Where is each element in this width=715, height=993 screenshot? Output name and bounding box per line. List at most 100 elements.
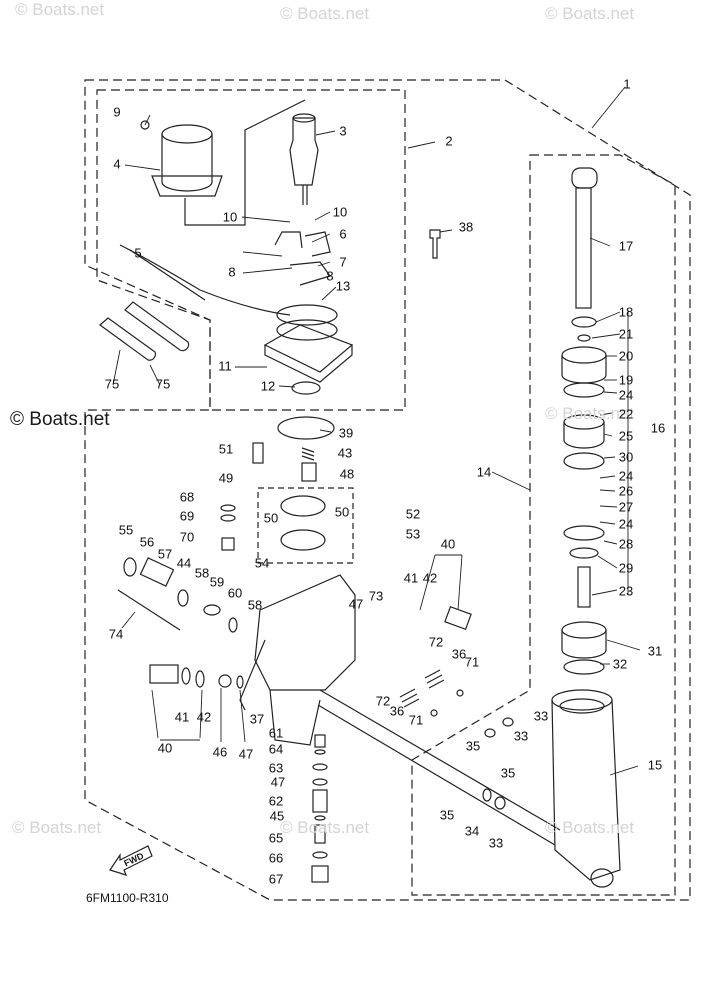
callout-70-85: 70 <box>179 529 195 545</box>
callout-1-0: 1 <box>623 76 631 92</box>
callout-62-77: 62 <box>268 793 284 809</box>
callout-39-47: 39 <box>338 425 354 441</box>
callout-40-48: 40 <box>440 536 456 552</box>
callout-32-35: 32 <box>612 656 628 672</box>
callout-67-82: 67 <box>268 871 284 887</box>
callout-60-75: 60 <box>227 585 243 601</box>
callout-73-90: 73 <box>368 588 384 604</box>
callout-47-59: 47 <box>238 746 254 762</box>
o-ring-33-a <box>502 717 514 727</box>
spring-72-a <box>424 669 445 689</box>
spring-43 <box>301 447 315 461</box>
fwd-arrow <box>109 845 153 876</box>
callout-36-44: 36 <box>389 703 405 719</box>
valve-49 <box>280 495 326 517</box>
spool-valve-left <box>149 664 179 684</box>
callout-34-39: 34 <box>464 823 480 839</box>
watermark-bottom-mid: © Boats.net <box>280 818 370 837</box>
o-ring-60 <box>228 617 238 633</box>
callout-30-33: 30 <box>618 449 634 465</box>
callout-2-1: 2 <box>445 133 453 149</box>
callout-25-28: 25 <box>618 428 634 444</box>
callout-68-83: 68 <box>179 489 195 505</box>
callout-37-45: 37 <box>249 711 265 727</box>
callout-20-21: 20 <box>618 348 634 364</box>
callout-42-53: 42 <box>196 709 212 725</box>
callout-26-29: 26 <box>618 483 634 499</box>
callout-3-2: 3 <box>339 123 347 139</box>
callout-69-84: 69 <box>179 508 195 524</box>
callout-4-3: 4 <box>113 156 121 172</box>
ring-69 <box>220 514 236 522</box>
watermark-top-mid: © Boats.net <box>280 4 370 23</box>
callout-54-68: 54 <box>254 555 270 571</box>
callout-43-54: 43 <box>337 445 353 461</box>
callout-5-4: 5 <box>134 245 142 261</box>
callout-72-88: 72 <box>428 634 444 650</box>
filters <box>99 301 190 361</box>
callout-51-65: 51 <box>218 441 234 457</box>
callout-63-78: 63 <box>268 760 284 776</box>
callout-41-50: 41 <box>403 570 419 586</box>
callout-40-49: 40 <box>157 740 173 756</box>
o-ring-42 <box>195 670 205 688</box>
callout-38-46: 38 <box>458 219 474 235</box>
callout-52-66: 52 <box>405 506 421 522</box>
watermark-top-left: © Boats.net <box>15 0 105 19</box>
spring-59 <box>203 604 221 616</box>
o-ring-33-b <box>484 728 496 738</box>
callout-9-9: 9 <box>113 104 121 120</box>
callout-13-14: 13 <box>335 278 351 294</box>
callout-16-17: 16 <box>650 420 666 436</box>
motor-base <box>263 304 354 383</box>
callout-41-51: 41 <box>174 709 190 725</box>
callout-31-34: 31 <box>647 643 663 659</box>
callout-8-8: 8 <box>326 268 334 284</box>
callout-57-71: 57 <box>157 546 173 562</box>
ball-71-b <box>430 709 438 717</box>
callout-56-70: 56 <box>139 534 155 550</box>
callout-6-5: 6 <box>339 226 347 242</box>
bolt-38 <box>429 229 441 259</box>
callout-29-32: 29 <box>618 560 634 576</box>
callout-33-38: 33 <box>488 835 504 851</box>
oil-seal <box>291 381 321 395</box>
callout-49-62: 49 <box>218 470 234 486</box>
valve-50 <box>280 529 326 551</box>
callout-10-10: 10 <box>222 209 238 225</box>
watermark-bottom-right: © Boats.net <box>545 818 635 837</box>
watermark-bottom-left: © Boats.net <box>12 818 102 837</box>
ball-71-a <box>456 689 464 697</box>
long-bolt <box>117 589 181 631</box>
callout-47-60: 47 <box>270 774 286 790</box>
o-ring-55 <box>123 557 137 577</box>
motor <box>140 99 306 226</box>
callout-59-74: 59 <box>209 574 225 590</box>
callout-10-11: 10 <box>332 204 348 220</box>
pump-body <box>239 574 356 746</box>
callout-36-43: 36 <box>451 646 467 662</box>
callout-53-67: 53 <box>405 526 421 542</box>
sleeve-48 <box>301 462 317 482</box>
watermark-top-right: © Boats.net <box>545 4 635 23</box>
callout-75-92: 75 <box>104 376 120 392</box>
callout-42-52: 42 <box>422 570 438 586</box>
callout-33-36: 33 <box>533 708 549 724</box>
callout-75-93: 75 <box>155 376 171 392</box>
watermark-mid: © Boats.net <box>545 404 635 423</box>
callout-50-64: 50 <box>334 504 350 520</box>
callout-58-72: 58 <box>194 565 210 581</box>
callout-55-69: 55 <box>118 522 134 538</box>
callout-19-20: 19 <box>618 372 634 388</box>
plug-46 <box>218 674 232 688</box>
callout-24-27: 24 <box>618 516 634 532</box>
bushing-34 <box>482 788 492 802</box>
callout-14-15: 14 <box>476 464 492 480</box>
callout-24-25: 24 <box>618 387 634 403</box>
valve-detail-box <box>257 487 354 564</box>
callout-44-55: 44 <box>176 555 192 571</box>
callout-58-73: 58 <box>247 597 263 613</box>
brand-mark: © Boats.net <box>10 409 110 430</box>
